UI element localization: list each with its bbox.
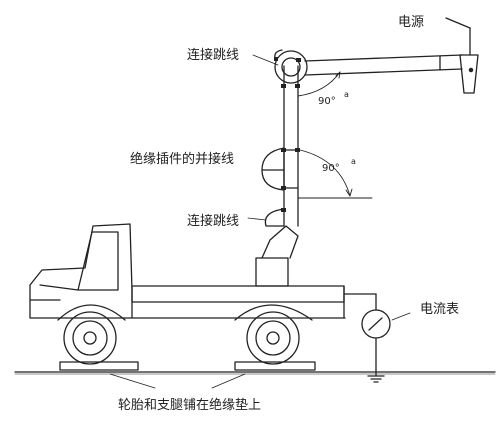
ammeter-icon [361, 309, 391, 339]
ground-line [14, 371, 496, 375]
upper-boom [304, 54, 463, 76]
middle-angle-mark: a [351, 157, 356, 166]
upper-angle-mark: a [344, 90, 349, 99]
label-jumper-bottom: 连接跳线 [187, 214, 240, 229]
lower-boom [283, 65, 299, 227]
rear-wheel [246, 311, 300, 365]
label-insulated-insert: 绝缘插件的并接线 [130, 152, 235, 167]
label-power-source: 电源 [398, 15, 425, 30]
truck-fenders [57, 304, 313, 321]
truck-cab [29, 223, 133, 319]
ammeter-wiring [343, 293, 377, 376]
insulated-insert-shunt [261, 147, 285, 191]
leader-lines [109, 54, 411, 389]
aerial-bucket [445, 17, 479, 94]
boom-turret [255, 225, 299, 287]
truck-chassis [131, 285, 346, 319]
front-wheel [63, 311, 117, 365]
label-ammeter: 电流表 [420, 302, 460, 317]
label-jumper-top: 连接跳线 [187, 48, 240, 63]
middle-angle-arc [297, 149, 373, 199]
insulating-mat-right [234, 361, 316, 371]
jumper-bottom-loop [264, 208, 285, 227]
middle-angle-value: 90° [322, 163, 340, 174]
upper-angle-arc [297, 71, 341, 97]
insulating-mat-left [59, 361, 139, 371]
ground-symbol-icon [367, 375, 385, 383]
boom-elbow-joint [274, 49, 308, 84]
joint-markers [274, 57, 301, 212]
label-tires-outriggers: 轮胎和支腿铺在绝缘垫上 [118, 398, 262, 413]
upper-angle-value: 90° [318, 96, 336, 107]
